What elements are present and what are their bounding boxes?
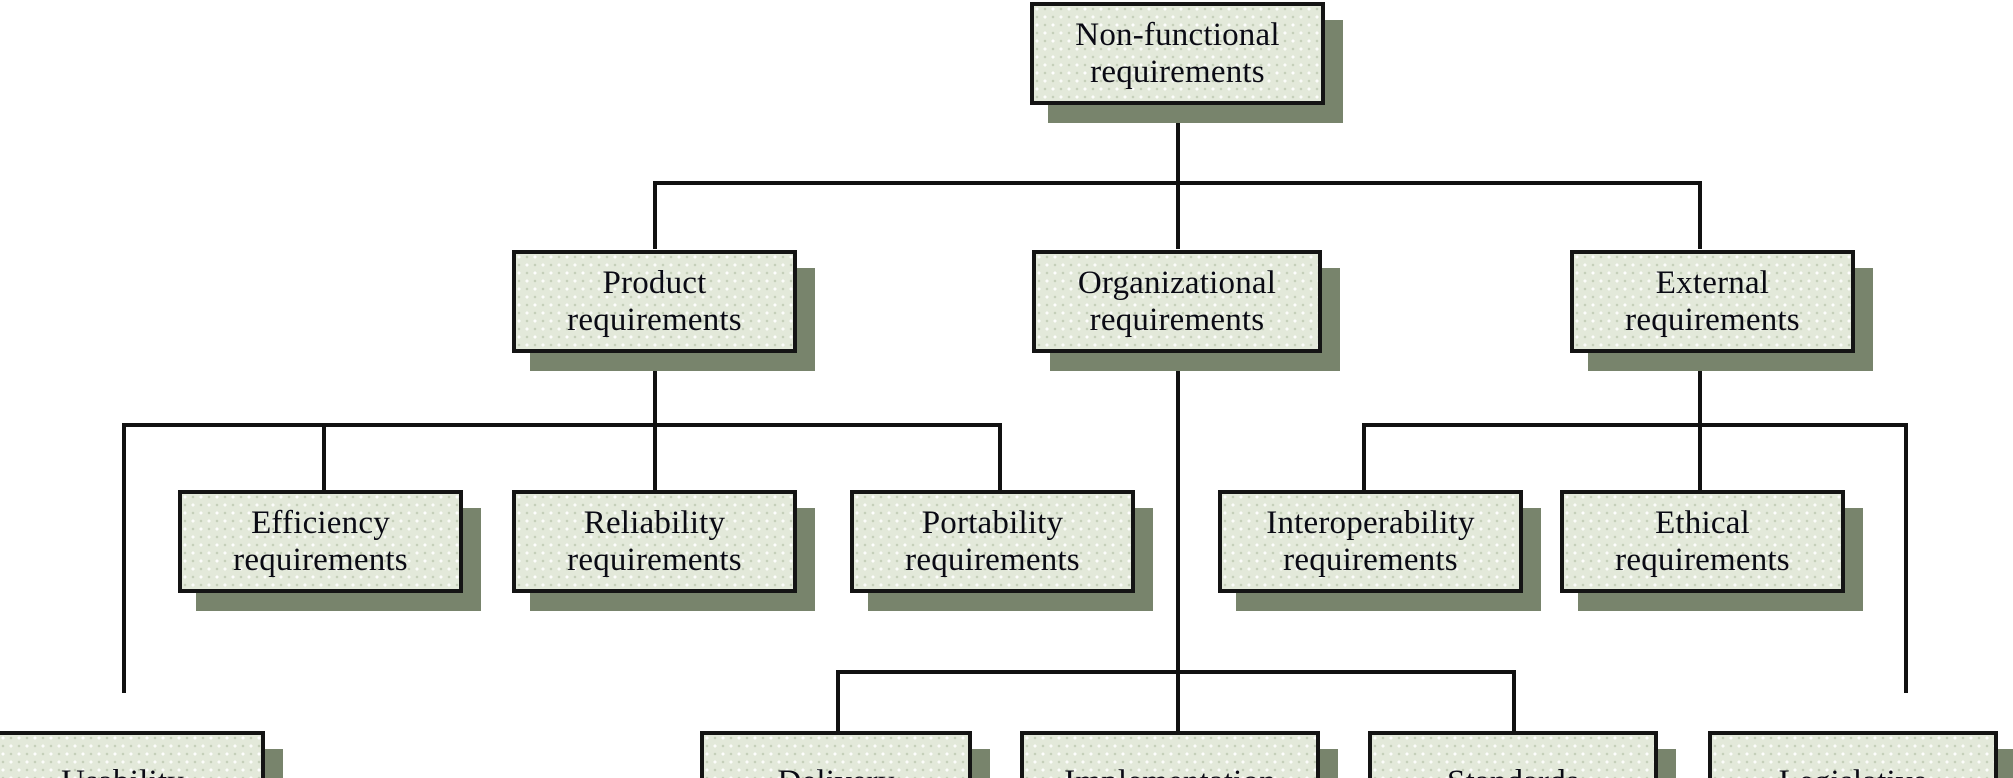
node-face: Ethical requirements [1560,490,1845,593]
node-face: Efficiency requirements [178,490,463,593]
connector-product-bar [122,423,1002,427]
node-label-line1: Delivery [777,764,894,778]
connector-external-drop-legislative [1904,423,1908,693]
node-ethical-requirements[interactable]: Ethical requirements [1560,490,1863,611]
node-label-line2: requirements [1089,301,1265,338]
node-face: Standards [1368,731,1658,778]
connector-level1-left-drop [653,181,657,249]
node-label-line2: requirements [567,541,742,578]
node-face: Product requirements [512,250,797,353]
node-implementation[interactable]: Implementation [1020,731,1338,778]
node-face: Non-functional requirements [1030,2,1325,105]
connector-product-drop-efficiency [322,423,326,491]
connector-organizational-stem [1176,354,1180,674]
connector-product-drop-portability [998,423,1002,491]
node-label-line1: Ethical [1655,504,1750,541]
node-legislative[interactable]: Legislative [1708,731,2013,778]
node-portability-requirements[interactable]: Portability requirements [850,490,1153,611]
node-label-line1: Non-functional [1075,16,1280,53]
node-external-requirements[interactable]: External requirements [1570,250,1873,371]
node-face: Delivery [700,731,972,778]
node-organizational-requirements[interactable]: Organizational requirements [1032,250,1340,371]
node-label-line2: requirements [1090,53,1265,90]
node-face: Organizational requirements [1032,250,1322,353]
node-reliability-requirements[interactable]: Reliability requirements [512,490,815,611]
connector-external-stem [1698,354,1702,426]
node-label-line1: Interoperability [1266,504,1475,541]
connector-org-drop-standards [1512,670,1516,742]
node-label-line2: requirements [567,301,742,338]
connector-org-drop-implementation [1176,670,1180,742]
node-face: Usability [0,731,265,778]
connector-product-drop-reliability [653,423,657,491]
node-non-functional-requirements[interactable]: Non-functional requirements [1030,2,1343,123]
node-label-line1: Organizational [1077,264,1277,301]
node-label-line1: External [1655,264,1770,301]
connector-external-drop-ethical [1698,423,1702,491]
connector-root-stem [1176,104,1180,182]
node-label-line1: Usability [61,764,184,778]
connector-external-bar [1362,423,1908,427]
node-face: Legislative [1708,731,1998,778]
node-efficiency-requirements[interactable]: Efficiency requirements [178,490,481,611]
connector-org-drop-delivery [836,670,840,742]
connector-external-drop-interoperability [1362,423,1366,491]
node-face: Implementation [1020,731,1320,778]
node-label-line1: Product [602,264,707,301]
node-label-line2: requirements [905,541,1080,578]
node-label-line1: Implementation [1064,764,1276,778]
node-label-line2: requirements [1615,541,1790,578]
node-face: Interoperability requirements [1218,490,1523,593]
node-label-line1: Legislative [1779,764,1928,778]
node-standards[interactable]: Standards [1368,731,1676,778]
connector-level1-right-drop [1698,181,1702,249]
connector-level1-mid-drop [1176,181,1180,249]
node-face: Portability requirements [850,490,1135,593]
connector-product-stem [653,354,657,426]
node-label-line2: requirements [233,541,408,578]
node-label-line1: Standards [1447,764,1579,778]
node-face: External requirements [1570,250,1855,353]
node-label-line2: requirements [1283,541,1458,578]
node-label-line1: Efficiency [251,504,390,541]
node-interoperability-requirements[interactable]: Interoperability requirements [1218,490,1541,611]
node-face: Reliability requirements [512,490,797,593]
node-usability[interactable]: Usability [0,731,283,778]
node-label-line1: Portability [921,504,1064,541]
node-delivery[interactable]: Delivery [700,731,990,778]
node-label-line2: requirements [1625,301,1800,338]
node-label-line1: Reliability [583,504,726,541]
connector-product-drop-usability [122,423,126,693]
node-product-requirements[interactable]: Product requirements [512,250,815,371]
